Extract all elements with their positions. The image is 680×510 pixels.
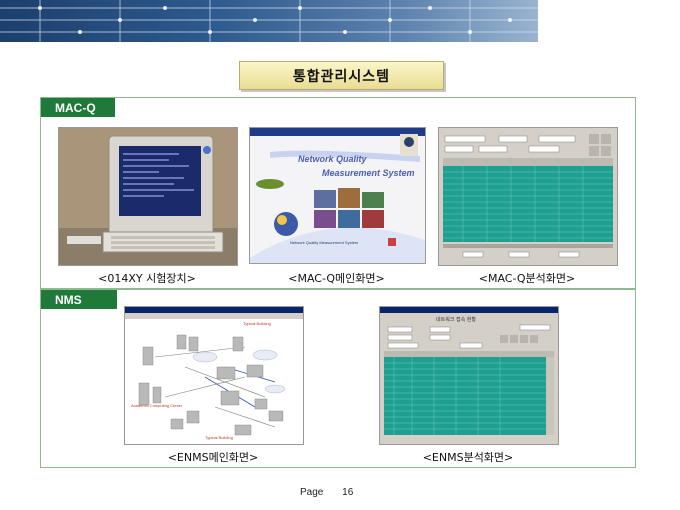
device-photo [58, 127, 238, 266]
enms-analysis-heading: 네트워크 접속 현황 [436, 316, 476, 323]
macq-main-screenshot: Network Quality Measurement System Netwo… [249, 127, 426, 264]
page-label: Page [300, 487, 324, 498]
enms-main-screenshot: Typical Building Academic Computing Cent… [124, 306, 304, 445]
caption-device: <014XY 시험장치> [98, 272, 196, 285]
header-banner [0, 0, 538, 42]
enms-analysis-illustration: 네트워크 접속 현황 [380, 307, 558, 444]
section-label-macq: MAC-Q [41, 98, 115, 117]
macq-title-line1: Network Quality [298, 154, 368, 164]
page-number: 16 [342, 487, 354, 498]
enms-label-top: Typical Building [243, 321, 271, 326]
page-title-text: 통합관리시스템 [292, 68, 391, 85]
enms-label-bottom: Typical Building [205, 435, 233, 440]
macq-analysis-screenshot [438, 127, 618, 266]
enms-label-mid: Academic Computing Center [131, 403, 183, 408]
test-device-illustration [59, 128, 237, 265]
enms-network-map: Typical Building Academic Computing Cent… [125, 307, 303, 444]
enms-analysis-screenshot: 네트워크 접속 현황 [379, 306, 559, 445]
macq-main-illustration: Network Quality Measurement System Netwo… [250, 128, 425, 263]
caption-macq-analysis: <MAC-Q분석화면> [478, 272, 576, 285]
section-label-nms: NMS [41, 290, 117, 309]
macq-analysis-illustration [439, 128, 617, 265]
section-nms: NMS Typical Building Academic Comp [40, 289, 636, 468]
circuit-pattern [0, 0, 538, 42]
page-footer: Page 16 [300, 487, 353, 498]
caption-enms-analysis: <ENMS분석화면> [422, 451, 514, 464]
caption-macq-main: <MAC-Q메인화면> [288, 272, 385, 285]
caption-enms-main: <ENMS메인화면> [167, 451, 259, 464]
section-macq: MAC-Q <014XY 시험장치> [40, 97, 636, 289]
macq-title-line2: Measurement System [322, 168, 415, 178]
page-title: 통합관리시스템 [239, 61, 444, 90]
macq-tagline: Network Quality Measurement System [290, 240, 359, 245]
